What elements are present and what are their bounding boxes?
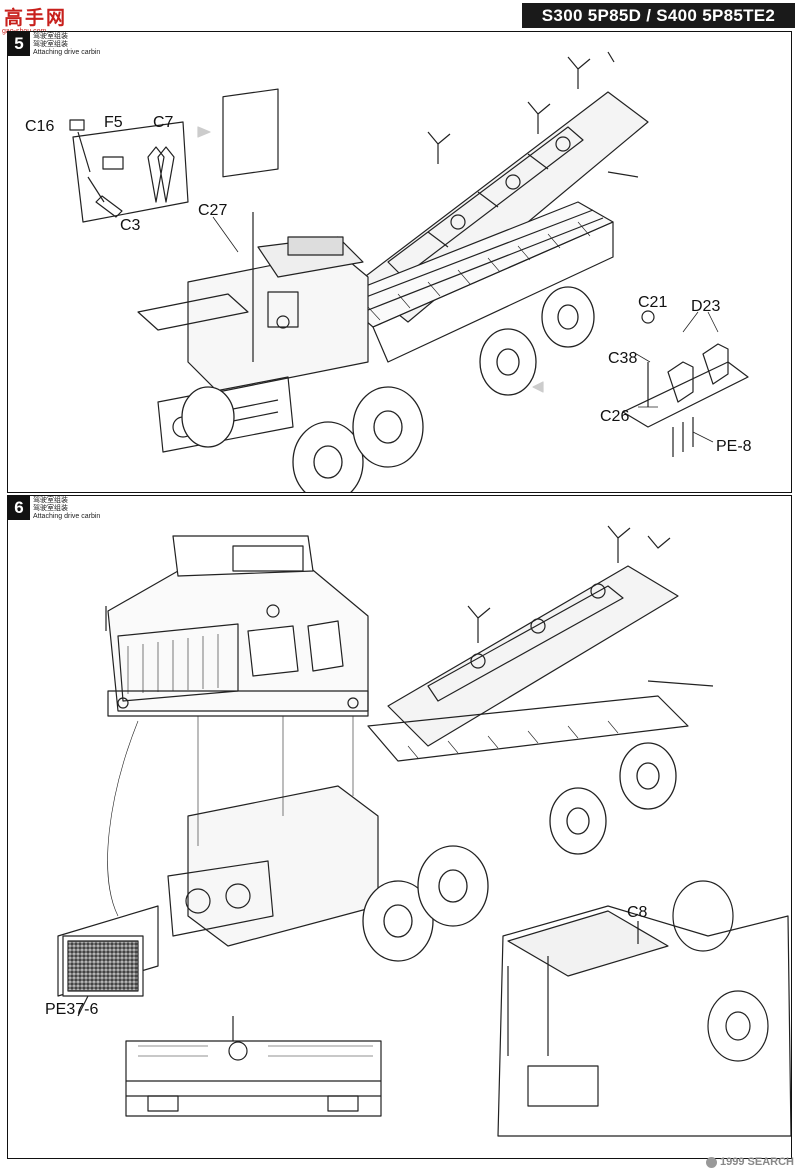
- part-label-c38: C38: [608, 350, 638, 367]
- part-label-c7: C7: [153, 114, 174, 131]
- part-label-f5: F5: [104, 114, 123, 131]
- part-label-c26: C26: [600, 408, 630, 425]
- part-label-pe37-6: PE37-6: [45, 1001, 99, 1018]
- inset-seats: [622, 310, 749, 457]
- page-title: S300 5P85D / S400 5P85TE2: [522, 3, 795, 28]
- watermark: 1999 SEARCH: [706, 1155, 794, 1169]
- truck-bed: [337, 201, 614, 363]
- part-label-d23: D23: [691, 298, 721, 315]
- step-caption-en: Attaching drive carbin: [33, 513, 101, 520]
- inset-panel-c16: [69, 119, 189, 223]
- step-5-assembly-drawing: [69, 51, 749, 492]
- part-label-c3: C3: [120, 217, 141, 234]
- site-logo: 高手网: [2, 2, 72, 29]
- launcher-rail: [387, 525, 714, 747]
- step-6-panel: 6 驾驶室组装 驾驶室组装 Attaching drive carbin: [7, 495, 792, 1159]
- detail-view-bottom: [125, 1016, 382, 1117]
- part-label-c8: C8: [627, 904, 648, 921]
- watermark-text: 1999 SEARCH: [720, 1156, 794, 1168]
- part-label-c16: C16: [25, 118, 55, 135]
- part-label-c27: C27: [198, 202, 228, 219]
- wheels: [362, 742, 677, 962]
- step-caption-cn: 驾驶室组装: [33, 497, 68, 504]
- step-caption-cn-secondary: 驾驶室组装: [33, 505, 68, 512]
- part-label-pe8: PE-8: [716, 438, 752, 455]
- detail-view-right: [497, 880, 791, 1137]
- pe37-6-part: [57, 905, 159, 1017]
- cab-frame: [137, 88, 369, 393]
- step-6-assembly-drawing: [57, 525, 791, 1137]
- watermark-icon: [706, 1156, 718, 1168]
- site-logo-text: 高手网: [4, 7, 68, 29]
- step-caption-cn-secondary: 驾驶室组装: [33, 41, 68, 48]
- cab-body: [105, 535, 369, 717]
- part-label-c21: C21: [638, 294, 668, 311]
- step-number: 5: [8, 32, 30, 56]
- step-5-panel: 5 驾驶室组装 驾驶室组装 Attaching drive carbin: [7, 31, 792, 493]
- step-number: 6: [8, 496, 30, 520]
- step-caption-cn: 驾驶室组装: [33, 33, 68, 40]
- step-caption-en: Attaching drive carbin: [33, 49, 101, 56]
- page-header: 高手网 S300 5P85D / S400 5P85TE2: [0, 0, 798, 30]
- wheels: [181, 286, 595, 492]
